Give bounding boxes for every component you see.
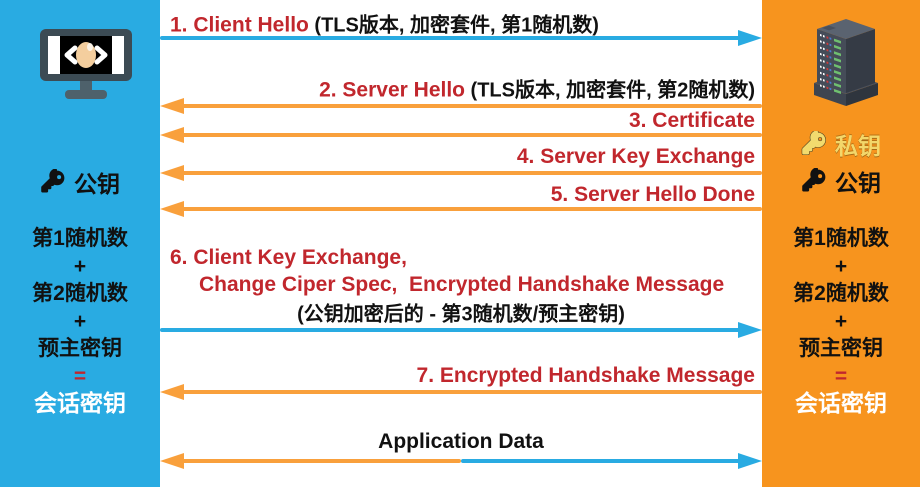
formula-equals: = bbox=[73, 364, 87, 388]
formula-line: 预主密钥 bbox=[38, 337, 122, 360]
arrow-right-head bbox=[738, 322, 762, 338]
public-key-icon bbox=[41, 169, 65, 193]
arrow-shaft bbox=[178, 207, 762, 211]
arrow-left-head bbox=[160, 201, 184, 217]
arrow-server-hello-done bbox=[160, 201, 762, 217]
arrow-right-head bbox=[738, 453, 762, 469]
message-6-label-line2: Change Ciper Spec, Encrypted Handshake M… bbox=[199, 273, 725, 296]
arrow-client-key-exchange bbox=[160, 322, 762, 338]
arrow-shaft bbox=[461, 459, 744, 463]
client-session-key-formula: 第1随机数 + 第2随机数 + 预主密钥 = 会话密钥 bbox=[0, 225, 160, 418]
client-computer-icon bbox=[38, 29, 134, 103]
server-public-key-label: 公钥 bbox=[835, 170, 881, 196]
formula-plus: + bbox=[73, 309, 87, 333]
arrow-shaft bbox=[178, 390, 762, 394]
arrow-left-head bbox=[160, 453, 184, 469]
formula-line: 第2随机数 bbox=[32, 282, 128, 305]
arrow-left-head bbox=[160, 127, 184, 143]
formula-plus: + bbox=[834, 254, 848, 278]
arrow-right-head bbox=[738, 30, 762, 46]
client-public-key-label: 公钥 bbox=[74, 171, 120, 197]
arrow-shaft bbox=[160, 36, 744, 40]
formula-line: 第2随机数 bbox=[793, 282, 889, 305]
message-5-label: 5. Server Hello Done bbox=[550, 183, 755, 206]
message-6-label-line1: 6. Client Key Exchange, bbox=[170, 246, 407, 269]
session-key-label: 会话密钥 bbox=[34, 390, 126, 416]
formula-line: 第1随机数 bbox=[32, 227, 128, 250]
arrow-server-hello bbox=[160, 98, 762, 114]
formula-equals: = bbox=[834, 364, 848, 388]
formula-plus: + bbox=[834, 309, 848, 333]
arrow-application-data-left bbox=[160, 453, 461, 469]
message-6-detail: (公钥加密后的 - 第3随机数/预主密钥) bbox=[297, 303, 625, 326]
public-key-icon bbox=[802, 168, 826, 192]
arrow-client-hello bbox=[160, 30, 762, 46]
server-session-key-formula: 第1随机数 + 第2随机数 + 预主密钥 = 会话密钥 bbox=[762, 225, 920, 418]
arrow-shaft bbox=[160, 328, 744, 332]
message-4-label: 4. Server Key Exchange bbox=[516, 145, 755, 168]
arrow-left-head bbox=[160, 165, 184, 181]
message-2-label: 2. Server Hello (TLS版本, 加密套件, 第2随机数) bbox=[319, 78, 755, 102]
client-panel: 公钥 第1随机数 + 第2随机数 + 预主密钥 = 会话密钥 bbox=[0, 0, 160, 487]
formula-plus: + bbox=[73, 254, 87, 278]
private-key-icon bbox=[801, 131, 826, 156]
message-1-label: 1. Client Hello (TLS版本, 加密套件, 第1随机数) bbox=[170, 13, 599, 37]
session-key-label: 会话密钥 bbox=[795, 390, 887, 416]
message-3-label: 3. Certificate bbox=[628, 109, 755, 132]
formula-line: 预主密钥 bbox=[799, 337, 883, 360]
server-public-key-row: 公钥 bbox=[762, 164, 920, 198]
arrow-server-key-exchange bbox=[160, 165, 762, 181]
message-7-label: 7. Encrypted Handshake Message bbox=[416, 364, 755, 387]
application-data-label: Application Data bbox=[378, 430, 544, 453]
arrow-shaft bbox=[178, 104, 762, 108]
server-rack-icon bbox=[814, 16, 878, 112]
arrow-certificate bbox=[160, 127, 762, 143]
server-panel: 私钥 公钥 第1随机数 + 第2随机数 + 预主密钥 = 会话密钥 bbox=[762, 0, 920, 487]
arrow-shaft bbox=[178, 171, 762, 175]
client-public-key-row: 公钥 bbox=[0, 165, 160, 199]
server-private-key-label: 私钥 bbox=[835, 133, 881, 159]
arrow-shaft bbox=[178, 133, 762, 137]
arrow-left-head bbox=[160, 384, 184, 400]
arrow-application-data-right bbox=[461, 453, 762, 469]
arrow-shaft bbox=[178, 459, 461, 463]
server-private-key-row: 私钥 bbox=[762, 127, 920, 161]
server-led-rows bbox=[820, 34, 841, 95]
formula-line: 第1随机数 bbox=[793, 227, 889, 250]
arrow-left-head bbox=[160, 98, 184, 114]
arrow-encrypted-handshake bbox=[160, 384, 762, 400]
